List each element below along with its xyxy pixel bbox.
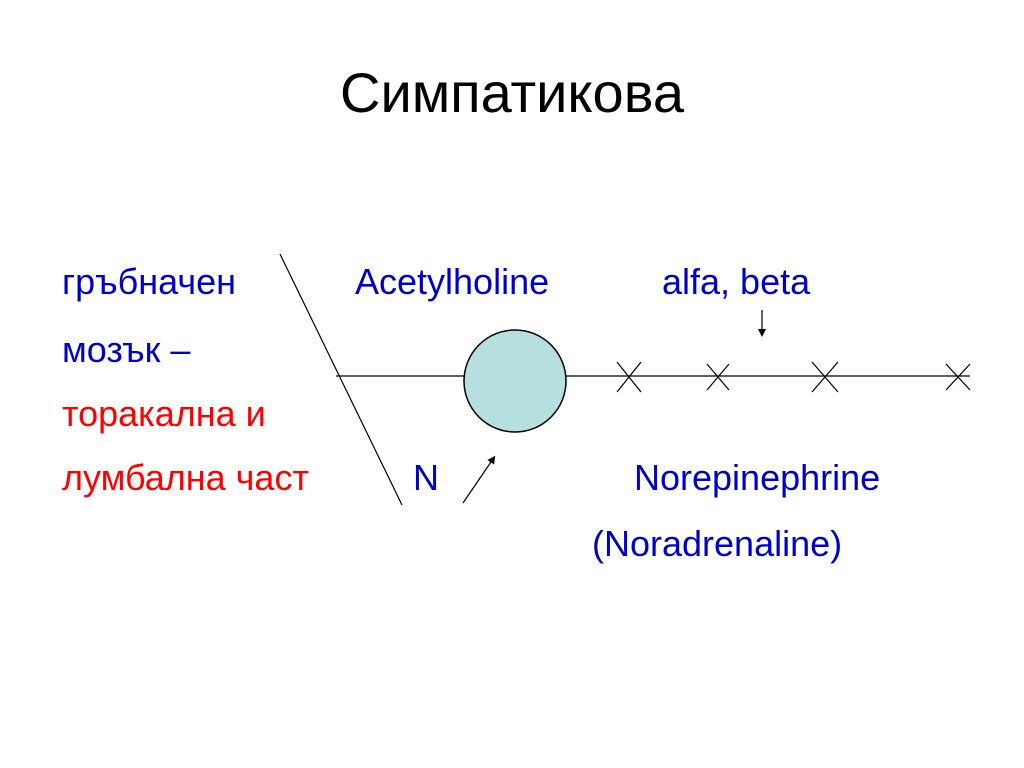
n-receptor-label: N (413, 457, 439, 498)
ganglion-circle (463, 329, 567, 433)
alfa-beta-label: alfa, beta (662, 261, 811, 302)
noradrenaline-label: (Noradrenaline) (592, 523, 843, 564)
slide-title: Симпатикова (340, 61, 684, 124)
region-label-line4: лумбална част (62, 457, 309, 498)
effector-cross-4 (945, 363, 971, 391)
norepinephrine-label: Norepinephrine (634, 457, 881, 498)
effector-cross-2 (706, 363, 730, 391)
n-receptor-arrow (462, 455, 496, 504)
acetylcholine-label: Acetylholine (355, 261, 550, 302)
effector-cross-1 (616, 361, 642, 393)
spinal-cord-boundary-line (279, 253, 403, 506)
effector-cross-3 (811, 361, 839, 393)
spinal-cord-label-line1: гръбначен (62, 261, 237, 302)
region-label-line3: торакална и (62, 393, 266, 434)
spinal-cord-label-line2: мозък – (62, 329, 191, 370)
